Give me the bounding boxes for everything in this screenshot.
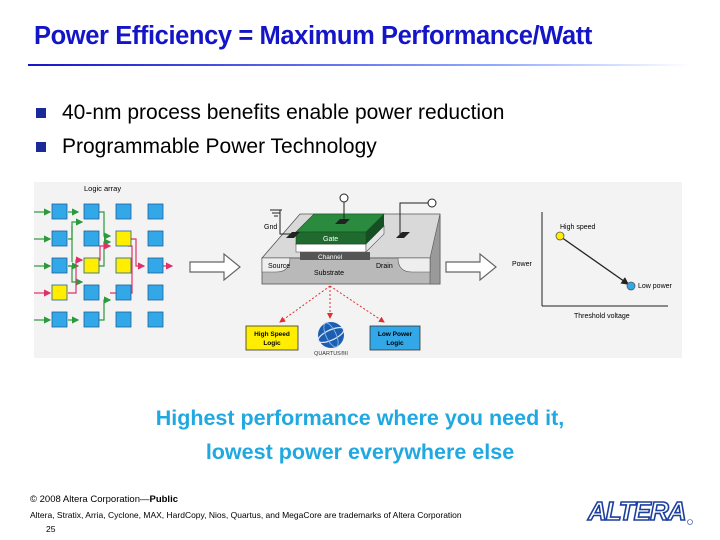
trademark-notice: Altera, Stratix, Arria, Cyclone, MAX, Ha… <box>30 510 462 520</box>
altera-logo: ALTERA <box>586 495 693 526</box>
low-power-point <box>626 281 636 291</box>
logic-cell <box>51 203 68 220</box>
quartus-label: QUARTUS®II <box>314 350 348 357</box>
ground-icon <box>270 209 282 217</box>
substrate-label: Substrate <box>314 270 344 277</box>
transistor-diagram: Gnd Gate Channel Source Drain Substrate <box>261 193 441 285</box>
public-label: Public <box>149 494 178 505</box>
logic-cell <box>115 230 132 247</box>
tagline-line1: Highest performance where you need it, <box>155 406 565 430</box>
logic-cell <box>147 203 164 220</box>
bullet-item: Programmable Power Technology <box>36 130 504 164</box>
power-trend-line <box>560 236 630 285</box>
page-number: 25 <box>46 524 56 534</box>
logic-cell <box>83 257 100 274</box>
power-threshold-graph: Power Threshold voltage High speed Low p… <box>512 212 673 320</box>
logic-cell <box>147 311 164 328</box>
low-power-label: Low power <box>638 283 673 290</box>
logic-cell <box>51 230 68 247</box>
logic-cell <box>83 284 100 301</box>
logic-cell <box>147 257 164 274</box>
gate-label: Gate <box>323 236 338 243</box>
high-speed-label: High speed <box>560 224 596 231</box>
drain-terminal-icon <box>427 198 437 208</box>
logic-cell <box>83 203 100 220</box>
flow-arrow-icon <box>189 252 241 282</box>
logic-cell <box>115 311 132 328</box>
logic-cell <box>147 230 164 247</box>
process-diagram: Logic array <box>34 184 673 357</box>
bullet-text: Programmable Power Technology <box>62 135 377 158</box>
high-speed-point <box>555 231 565 241</box>
logic-cell <box>115 257 132 274</box>
altera-logo-text: ALTERA <box>587 496 686 526</box>
high-speed-logic-box: High Speed Logic <box>245 325 299 351</box>
logic-cell <box>51 284 68 301</box>
logic-cell <box>115 203 132 220</box>
drain-label: Drain <box>376 263 393 270</box>
logic-cell <box>147 284 164 301</box>
copyright-text: © 2008 Altera Corporation— <box>30 494 150 505</box>
bullet-square-icon <box>36 108 46 118</box>
logic-cell <box>115 284 132 301</box>
bullet-square-icon <box>36 142 46 152</box>
low-power-logic-line1: Low Power <box>378 331 413 338</box>
low-power-logic-box: Low Power Logic <box>369 325 421 351</box>
high-speed-logic-line2: Logic <box>263 340 281 347</box>
graph-x-label: Threshold voltage <box>574 313 630 320</box>
logic-cell <box>51 311 68 328</box>
logic-array-label: Logic array <box>84 184 121 193</box>
source-label: Source <box>268 263 290 270</box>
gate-terminal-icon <box>339 193 349 203</box>
title-underline <box>28 64 690 66</box>
channel-label: Channel <box>318 254 343 261</box>
high-speed-logic-line1: High Speed <box>254 331 290 338</box>
bullet-item: 40-nm process benefits enable power redu… <box>36 96 504 130</box>
logic-array: Logic array <box>34 184 174 328</box>
gnd-label: Gnd <box>264 224 277 231</box>
copyright-notice: © 2008 Altera Corporation—Public <box>30 494 178 505</box>
tagline-line2: lowest power everywhere else <box>205 440 515 464</box>
logic-cell <box>83 311 100 328</box>
graph-y-label: Power <box>512 261 533 268</box>
slide-title: Power Efficiency = Maximum Performance/W… <box>34 22 592 50</box>
logic-cell <box>51 257 68 274</box>
flow-arrow-icon <box>445 252 497 282</box>
logic-cell <box>83 230 100 247</box>
low-power-logic-line2: Logic <box>386 340 404 347</box>
quartus-logo-icon: QUARTUS®II <box>314 322 348 357</box>
bullet-list: 40-nm process benefits enable power redu… <box>36 96 504 164</box>
bullet-text: 40-nm process benefits enable power redu… <box>62 101 505 124</box>
